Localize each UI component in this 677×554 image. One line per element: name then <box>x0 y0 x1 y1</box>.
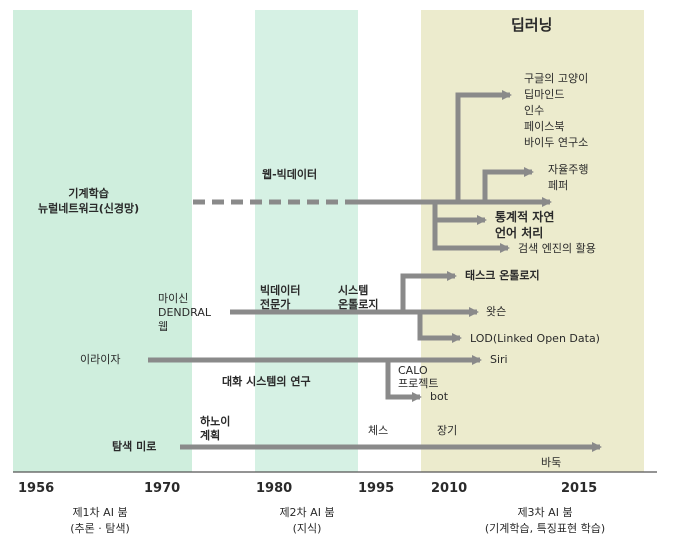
search-engine-label: 검색 엔진의 활용 <box>518 242 596 255</box>
year-1995: 1995 <box>358 481 395 496</box>
maze-search-label: 탐색 미로 <box>112 440 157 453</box>
dialog-research-label: 대화 시스템의 연구 <box>222 375 311 388</box>
ml-branch-nlp-arrow <box>432 202 487 225</box>
deep-learning-title: 딥러닝 <box>511 16 553 34</box>
ml-branch-autonomous-arrow <box>482 167 534 202</box>
eliza-label: 이라이자 <box>80 353 121 366</box>
bot-label: bot <box>430 390 449 403</box>
band-third-boom <box>421 10 644 472</box>
second-boom-title: 제2차 AI 붐 <box>279 506 335 519</box>
first-boom-sub: (추론 · 탐색) <box>70 522 130 535</box>
google-cat-label: 구글의 고양이 딥마인드 인수 페이스북 바이두 연구소 <box>524 72 589 149</box>
third-boom: 제3차 AI 붐 (기계학습, 특징표현 학습) <box>460 505 630 537</box>
year-2010: 2010 <box>431 481 468 496</box>
year-2015: 2015 <box>561 481 598 496</box>
lod-label: LOD(Linked Open Data) <box>470 332 600 345</box>
first-boom-title: 제1차 AI 붐 <box>72 506 128 519</box>
knowledge-task-arrow <box>400 271 457 312</box>
nlp-label: 통계적 자연 언어 처리 <box>495 210 555 240</box>
siri-label: Siri <box>490 353 508 366</box>
band-first-boom <box>13 10 192 472</box>
shogi-label: 장기 <box>437 424 458 437</box>
mycin-dendral-label: 마이신 DENDRAL 웹 <box>158 292 211 333</box>
go-label: 바둑 <box>541 456 562 469</box>
dialog-bot-arrow <box>385 360 422 402</box>
third-boom-title: 제3차 AI 붐 <box>517 506 573 519</box>
first-boom: 제1차 AI 붐 (추론 · 탐색) <box>30 505 170 537</box>
year-1956: 1956 <box>18 481 55 496</box>
watson-label: 왓슨 <box>486 305 507 318</box>
autonomous-label: 자율주행 페퍼 <box>548 163 589 192</box>
hanoi-label: 하노이 계획 <box>200 415 231 442</box>
year-1980: 1980 <box>256 481 293 496</box>
band-second-boom <box>255 10 358 472</box>
task-ontology-label: 태스크 온톨로지 <box>465 269 540 282</box>
system-ontology-label: 시스템 온톨로지 <box>338 284 379 311</box>
knowledge-lod-arrow <box>417 312 462 343</box>
ml-branch-google-arrow <box>455 90 512 202</box>
ml-branch-search-arrow <box>432 220 510 253</box>
third-boom-sub: (기계학습, 특징표현 학습) <box>484 522 606 535</box>
second-boom: 제2차 AI 붐 (지식) <box>237 505 377 537</box>
chess-label: 체스 <box>368 424 389 437</box>
web-bigdata-label: 웹-빅데이터 <box>262 168 318 181</box>
calo-label: CALO 프로젝트 <box>398 364 439 390</box>
second-boom-sub: (지식) <box>292 522 322 535</box>
ml-origin-label: 기계학습 뉴럴네트워크(신경망) <box>38 187 140 215</box>
bigdata-expert-label: 빅데이터 전문가 <box>260 284 301 311</box>
year-1970: 1970 <box>144 481 181 496</box>
